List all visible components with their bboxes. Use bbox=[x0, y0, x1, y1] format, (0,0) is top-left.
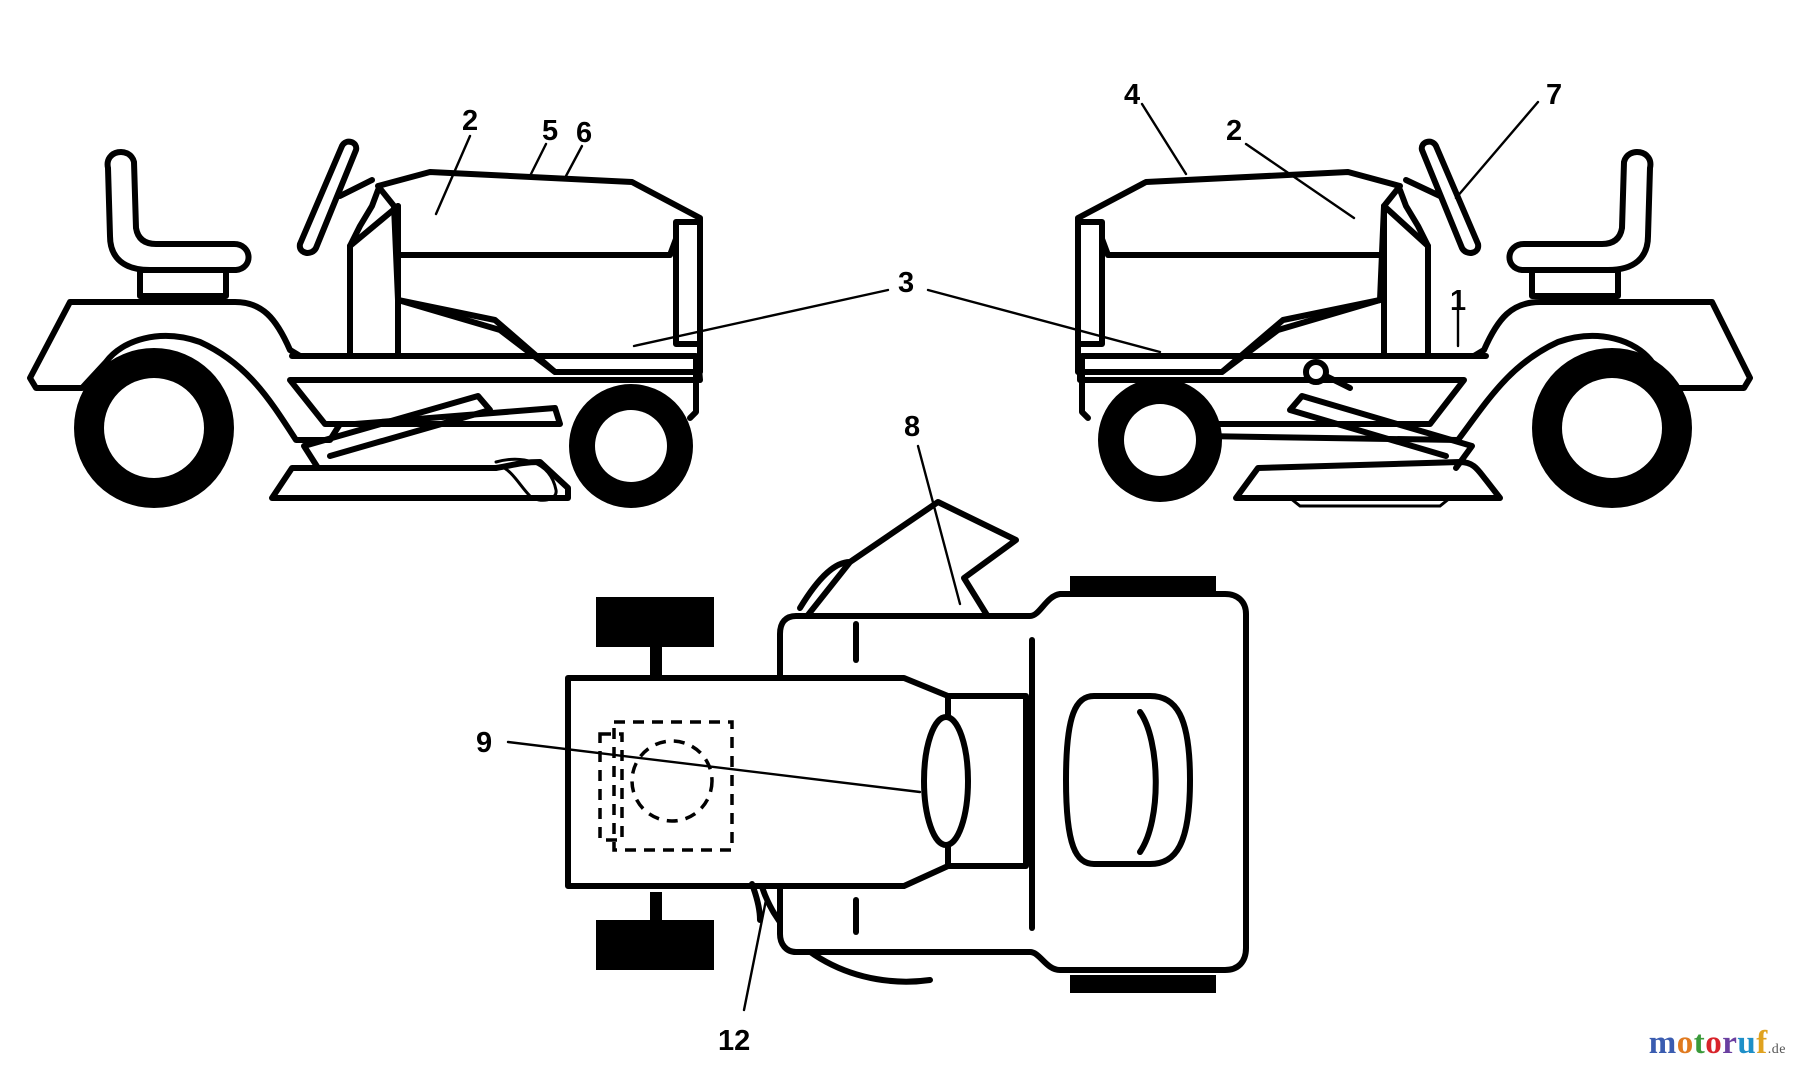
seat-base bbox=[137, 267, 229, 299]
callout-8: 8 bbox=[904, 411, 920, 443]
rear-wheel-top-left bbox=[1070, 576, 1216, 594]
rear-fender bbox=[27, 299, 703, 443]
seat-base-right bbox=[1529, 267, 1621, 299]
watermark-letter: o bbox=[1676, 1025, 1694, 1061]
front-wheel-top-right bbox=[596, 920, 714, 970]
left-side-view-tractor bbox=[27, 138, 703, 508]
discharge-chute bbox=[801, 499, 1019, 623]
rear-wheel-top-right bbox=[1070, 975, 1216, 993]
leader-lines bbox=[434, 100, 1540, 1012]
mower-deck bbox=[269, 459, 571, 501]
steering-wheel bbox=[296, 138, 360, 256]
engine-outline bbox=[612, 720, 734, 852]
mower-deck-right bbox=[1233, 459, 1503, 501]
watermark-letters: motoruf bbox=[1649, 1025, 1768, 1061]
watermark-letter: o bbox=[1705, 1025, 1723, 1061]
motoruf-watermark: motoruf.de bbox=[1649, 1025, 1786, 1062]
right-side-view-tractor bbox=[1075, 138, 1753, 508]
seat-back bbox=[104, 149, 252, 273]
front-wheel-top-left bbox=[596, 597, 714, 647]
seat-top-view bbox=[1063, 693, 1193, 867]
watermark-letter: r bbox=[1722, 1025, 1738, 1061]
callout-2-left: 2 bbox=[462, 105, 478, 137]
watermark-letter: t bbox=[1693, 1025, 1706, 1061]
callout-3: 3 bbox=[898, 267, 914, 299]
hood-top-view bbox=[565, 675, 951, 889]
callout-12: 12 bbox=[718, 1025, 750, 1057]
callout-5: 5 bbox=[542, 115, 558, 147]
watermark-letter: f bbox=[1756, 1025, 1768, 1061]
watermark-letter: m bbox=[1648, 1025, 1677, 1061]
callout-1: 1 bbox=[1450, 285, 1466, 317]
top-view-tractor bbox=[565, 499, 1249, 993]
steering-top-view bbox=[921, 714, 971, 848]
callout-labels: 2 5 6 3 4 2 7 1 8 9 12 bbox=[462, 79, 1562, 1057]
rear-fender-right bbox=[1077, 299, 1753, 443]
callout-9: 9 bbox=[476, 727, 492, 759]
watermark-letter: u bbox=[1737, 1025, 1757, 1061]
steering-wheel-right bbox=[1418, 138, 1482, 256]
callout-7: 7 bbox=[1546, 79, 1562, 111]
callout-2-right: 2 bbox=[1226, 115, 1242, 147]
callout-4: 4 bbox=[1124, 79, 1140, 111]
watermark-suffix: .de bbox=[1767, 1042, 1786, 1057]
callout-6: 6 bbox=[576, 117, 592, 149]
